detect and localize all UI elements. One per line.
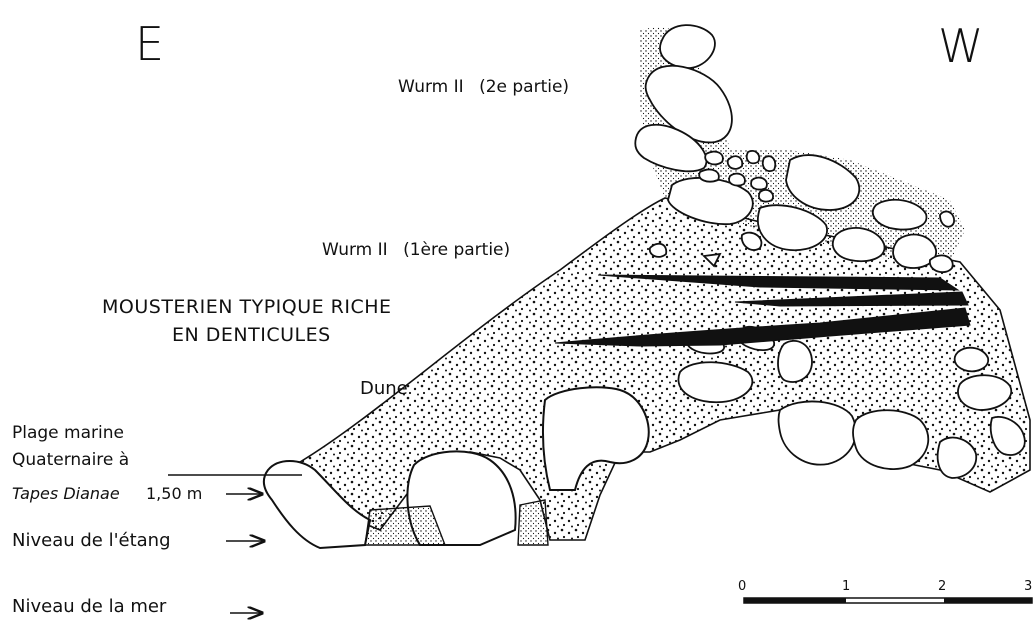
industry-label-line1: MOUSTERIEN TYPIQUE RICHE — [102, 296, 392, 318]
dune-label: Dune — [360, 378, 408, 399]
west-label: W — [938, 19, 983, 73]
scale-tick-2: 2 — [938, 579, 946, 594]
scale-tick-3: 3 — [1024, 579, 1032, 594]
industry-label-line2: EN DENTICULES — [172, 324, 331, 346]
east-label: E — [135, 17, 164, 71]
wurm-upper-label: Wurm II (2e partie) — [398, 77, 569, 97]
plage-height: 1,50 m — [146, 484, 202, 503]
plage-species: Tapes Dianae — [12, 484, 120, 503]
plage-label-line1: Plage marine — [12, 423, 124, 443]
scale-tick-0: 0 — [738, 579, 746, 594]
mer-label: Niveau de la mer — [12, 596, 167, 617]
wurm-lower-label: Wurm II (1ère partie) — [322, 240, 510, 260]
scale-tick-1: 1 — [842, 579, 850, 594]
scale-bar: 0 1 2 3 — [738, 579, 1032, 603]
plage-label-line2: Quaternaire à — [12, 450, 129, 470]
etang-label: Niveau de l'étang — [12, 530, 171, 551]
